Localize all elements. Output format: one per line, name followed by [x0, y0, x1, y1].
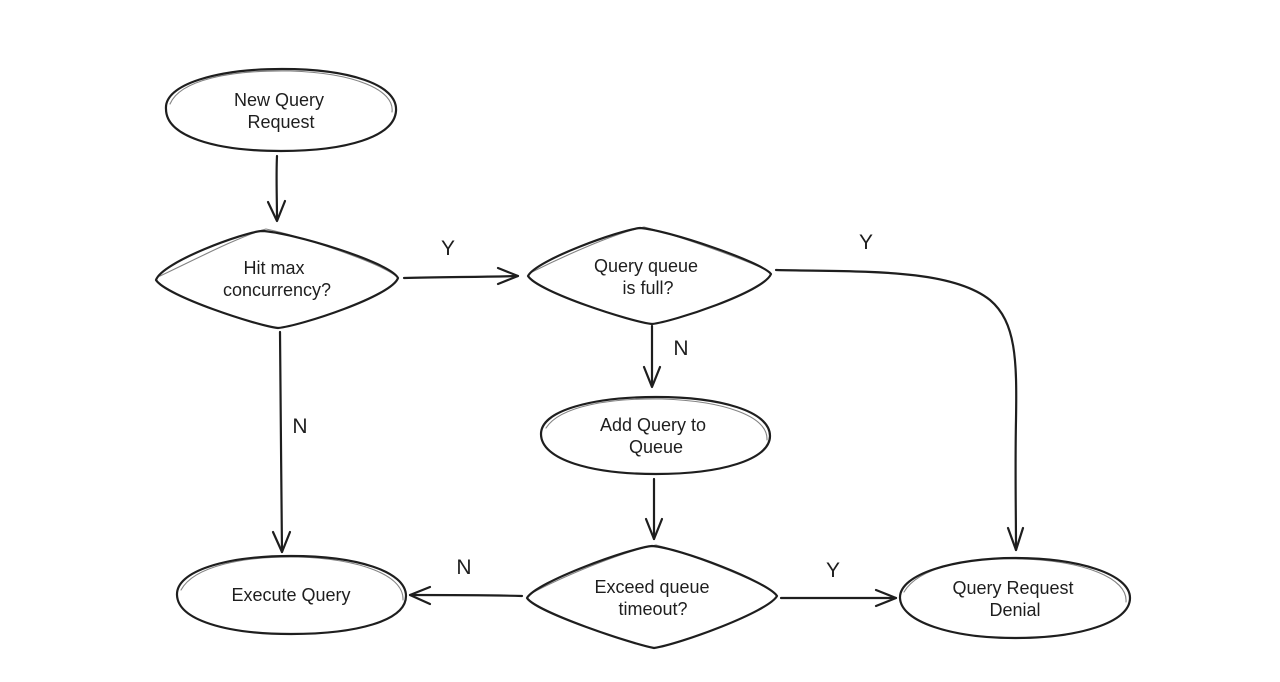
- denial-ellipse-sketch: [903, 558, 1127, 603]
- edge-add-queue-arrowhead: [644, 517, 664, 541]
- edge-queue-full-yes: Y: [774, 231, 1025, 552]
- edge-queue-full-yes-label: Y: [859, 231, 873, 254]
- denial-label-line-1: Query Request: [952, 578, 1073, 598]
- edge-exceed-no-label: N: [456, 556, 471, 579]
- execute-ellipse: [175, 554, 408, 636]
- node-query-request-denial: Query Request Denial: [898, 556, 1132, 640]
- exceed-diamond: [525, 544, 779, 650]
- queue-full-diamond-sketch: [531, 226, 771, 273]
- edge-new-query-to-hit-max: [266, 154, 287, 223]
- edge-queue-full-yes-arrowhead: [1006, 526, 1025, 552]
- add-queue-label-line-1: Add Query to: [600, 415, 706, 435]
- queue-full-label-line-1: Query queue: [594, 256, 698, 276]
- edge-hit-max-no-arrowhead: [271, 530, 292, 554]
- edge-queue-full-yes-line: [774, 268, 1018, 552]
- node-new-query-request: New Query Request: [164, 67, 398, 153]
- execute-label: Execute Query: [231, 585, 350, 605]
- add-queue-ellipse: [539, 395, 772, 476]
- edge-add-queue-to-exceed: [644, 477, 664, 541]
- queue-full-diamond: [526, 226, 773, 326]
- edge-new-query-arrowhead: [266, 199, 287, 223]
- new-query-ellipse: [164, 67, 398, 153]
- node-execute-query: Execute Query: [175, 554, 408, 636]
- edge-hit-max-no-label: N: [292, 415, 307, 438]
- hit-max-diamond-sketch: [159, 228, 397, 277]
- edge-queue-full-no-label: N: [673, 337, 688, 360]
- node-exceed-queue-timeout: Exceed queue timeout?: [525, 544, 779, 650]
- edge-hit-max-yes: Y: [402, 237, 520, 286]
- exceed-label-line-2: timeout?: [618, 599, 687, 619]
- node-query-queue-full: Query queue is full?: [526, 226, 773, 326]
- denial-label-line-2: Denial: [989, 600, 1040, 620]
- exceed-diamond-sketch: [529, 544, 777, 595]
- edge-queue-full-no-arrowhead: [642, 365, 662, 389]
- new-query-ellipse-sketch: [169, 70, 393, 113]
- edge-hit-max-yes-arrowhead: [496, 266, 520, 286]
- hit-max-label-line-2: concurrency?: [223, 280, 331, 300]
- node-hit-max-concurrency: Hit max concurrency?: [154, 228, 400, 330]
- edge-hit-max-no-line: [278, 330, 284, 554]
- queue-full-label-line-2: is full?: [622, 278, 673, 298]
- edge-exceed-yes-arrowhead: [874, 588, 898, 608]
- new-query-label-line-1: New Query: [234, 90, 324, 110]
- hit-max-label-line-1: Hit max: [243, 258, 304, 278]
- edge-exceed-no: N: [408, 556, 524, 606]
- edge-exceed-yes-label: Y: [826, 559, 840, 582]
- exceed-label-line-1: Exceed queue: [594, 577, 709, 597]
- edge-hit-max-yes-label: Y: [441, 237, 455, 260]
- edge-exceed-yes: Y: [779, 559, 898, 608]
- edge-exceed-no-line: [408, 593, 524, 598]
- node-add-query-to-queue: Add Query to Queue: [539, 395, 772, 476]
- add-queue-ellipse-sketch: [545, 398, 768, 441]
- edge-hit-max-yes-line: [402, 274, 520, 280]
- hit-max-diamond: [154, 229, 400, 330]
- edge-hit-max-no: N: [271, 330, 308, 554]
- new-query-label-line-2: Request: [247, 112, 314, 132]
- add-queue-label-line-2: Queue: [629, 437, 683, 457]
- edge-queue-full-no: N: [642, 324, 689, 389]
- execute-ellipse-sketch: [180, 556, 404, 601]
- edge-exceed-no-arrowhead: [408, 585, 432, 606]
